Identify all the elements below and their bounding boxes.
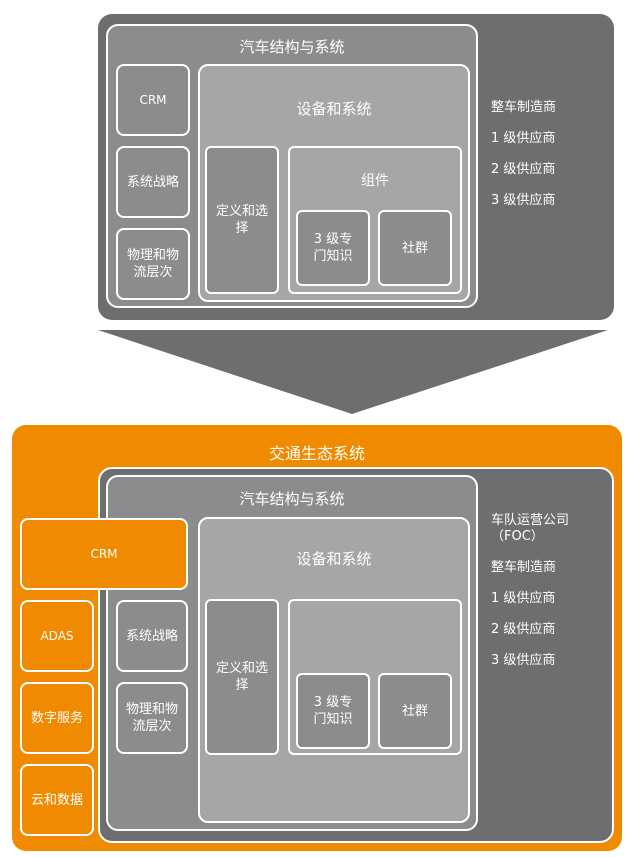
bottom-side-item-4: 3 级供应商 bbox=[491, 653, 556, 668]
adas-box: ADAS bbox=[20, 600, 94, 672]
bottom-community-box: 社群 bbox=[378, 673, 452, 749]
top-community-box: 社群 bbox=[378, 210, 452, 286]
bottom-side-item-2: 1 级供应商 bbox=[491, 591, 556, 606]
top-crm-box: CRM bbox=[116, 64, 190, 136]
top-system-strategy-box: 系统战略 bbox=[116, 146, 190, 218]
bottom-define-select-label: 定义和选择 bbox=[215, 661, 268, 693]
top-physics-logistics-box: 物理和物流层次 bbox=[116, 228, 190, 300]
bottom-crm-box: CRM bbox=[20, 518, 188, 590]
cloud-data-label: 云和数据 bbox=[30, 792, 83, 808]
top-structure-title: 汽车结构与系统 bbox=[239, 38, 345, 56]
top-side-item-0: 整车制造商 bbox=[491, 100, 557, 115]
cloud-data-box: 云和数据 bbox=[20, 764, 94, 836]
top-tier3-label: 3 级专门知识 bbox=[313, 232, 353, 264]
bottom-tier3-box: 3 级专门知识 bbox=[296, 673, 370, 749]
top-side-item-3: 3 级供应商 bbox=[491, 193, 556, 208]
digital-services-box: 数字服务 bbox=[20, 682, 94, 754]
bottom-system-strategy-box: 系统战略 bbox=[116, 600, 188, 672]
bottom-side-item-0: 车队运营公司（FOC） bbox=[491, 513, 570, 544]
top-crm-label: CRM bbox=[139, 92, 167, 107]
bottom-side-item-3: 2 级供应商 bbox=[491, 622, 556, 637]
down-arrow-icon bbox=[98, 330, 608, 414]
digital-services-label: 数字服务 bbox=[30, 710, 83, 726]
bottom-equipment-title: 设备和系统 bbox=[296, 550, 372, 568]
top-system-strategy-label: 系统战略 bbox=[126, 174, 179, 190]
bottom-physics-logistics-box: 物理和物流层次 bbox=[116, 682, 188, 754]
bottom-system-strategy-label: 系统战略 bbox=[125, 628, 178, 644]
bottom-community-label: 社群 bbox=[401, 703, 428, 719]
bottom-define-select-box: 定义和选择 bbox=[205, 599, 279, 755]
top-physics-logistics-label: 物理和物流层次 bbox=[126, 248, 179, 280]
bottom-structure-title: 汽车结构与系统 bbox=[239, 490, 345, 508]
bottom-physics-logistics-label: 物理和物流层次 bbox=[125, 702, 178, 734]
top-community-label: 社群 bbox=[401, 240, 428, 256]
bottom-crm-label: CRM bbox=[90, 546, 118, 561]
top-equipment-title: 设备和系统 bbox=[296, 100, 372, 118]
top-define-select-label: 定义和选择 bbox=[215, 204, 268, 236]
bottom-tier3-label: 3 级专门知识 bbox=[313, 695, 353, 727]
ecosystem-title: 交通生态系统 bbox=[268, 444, 365, 463]
adas-label: ADAS bbox=[40, 628, 74, 643]
top-side-item-1: 1 级供应商 bbox=[491, 131, 556, 146]
top-define-select-box: 定义和选择 bbox=[205, 146, 279, 294]
top-components-title: 组件 bbox=[361, 173, 389, 189]
bottom-side-item-1: 整车制造商 bbox=[491, 560, 557, 575]
top-tier3-box: 3 级专门知识 bbox=[296, 210, 370, 286]
top-side-item-2: 2 级供应商 bbox=[491, 162, 556, 177]
